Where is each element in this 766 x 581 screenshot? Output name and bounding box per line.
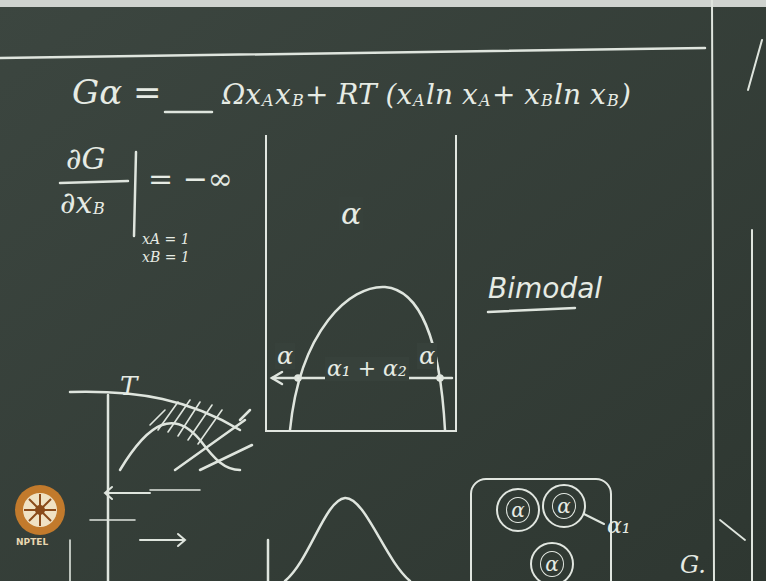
right-edge-sketch [748,40,762,581]
peak-curve [268,498,410,581]
tangent-lines [175,410,252,470]
equation-text: B [93,200,105,218]
equation-text: B [607,92,619,110]
phase-diagram-box: α α α₁ + α₂ α [265,135,457,432]
liquidus-curve [70,392,240,430]
hatching [150,400,222,444]
node-label: α [506,497,530,523]
equation-text: B [541,92,553,110]
equation-text: xB = 1 [142,250,190,265]
precipitate-circle: α [496,488,540,532]
equation-text: + x [492,80,540,111]
board-edge-line [712,0,714,581]
logo-hub [35,505,45,515]
node-label: α [275,343,295,369]
board-top-edge [0,0,766,7]
fraction-bar [60,181,128,183]
logo-text: NPTEL [16,538,48,548]
right-arrow [140,534,185,546]
sketch-lines [70,490,200,581]
t-axis [107,395,110,581]
divider-line [0,48,705,58]
equation-text: A [262,92,274,110]
node-label: α [552,493,576,519]
equation-text: B [292,92,304,110]
precipitate-circle: α [542,484,586,528]
evaluation-bar [134,152,136,236]
equation-text: ln x [426,80,478,111]
logo-ring [15,485,65,535]
equation-text: xA = 1 [142,232,190,247]
equation-text: ) [620,80,631,111]
leader-line [584,514,604,524]
note-text: Bimodal [488,274,602,305]
miscibility-dome [290,287,445,430]
equation-text: A [479,92,491,110]
dot [438,376,443,381]
equation-text: + RT (x [305,80,412,111]
node-label: α [417,343,437,369]
equation-text: Ωx [222,80,261,111]
right-g-axis [720,505,752,581]
nptel-logo [15,485,65,535]
node-label: α₁ + α₂ [325,357,409,381]
equation-text: G. [680,552,706,578]
solvus-curve [120,423,240,470]
equation-text: ∂x [60,186,92,219]
logo-spokes [24,494,56,526]
node-label: α [540,551,564,577]
equation-text: A [413,92,425,110]
equation-text: = −∞ [148,162,233,195]
equation-text: x [275,80,291,111]
equation-text: Gα = [72,74,161,111]
node-label: α [339,197,363,230]
left-arrow [105,487,150,499]
equation-text: T [120,372,137,401]
precipitate-circle: α [530,542,574,581]
underline [488,308,575,312]
equation-text: α₁ [607,514,631,538]
logo-inner [23,493,57,527]
equation-text: ln x [554,80,606,111]
blank-line [165,111,212,114]
equation-text: ∂G [66,142,105,175]
microstructure-box: ααα [470,478,612,581]
dot [296,376,301,381]
arrow-head [272,372,282,384]
